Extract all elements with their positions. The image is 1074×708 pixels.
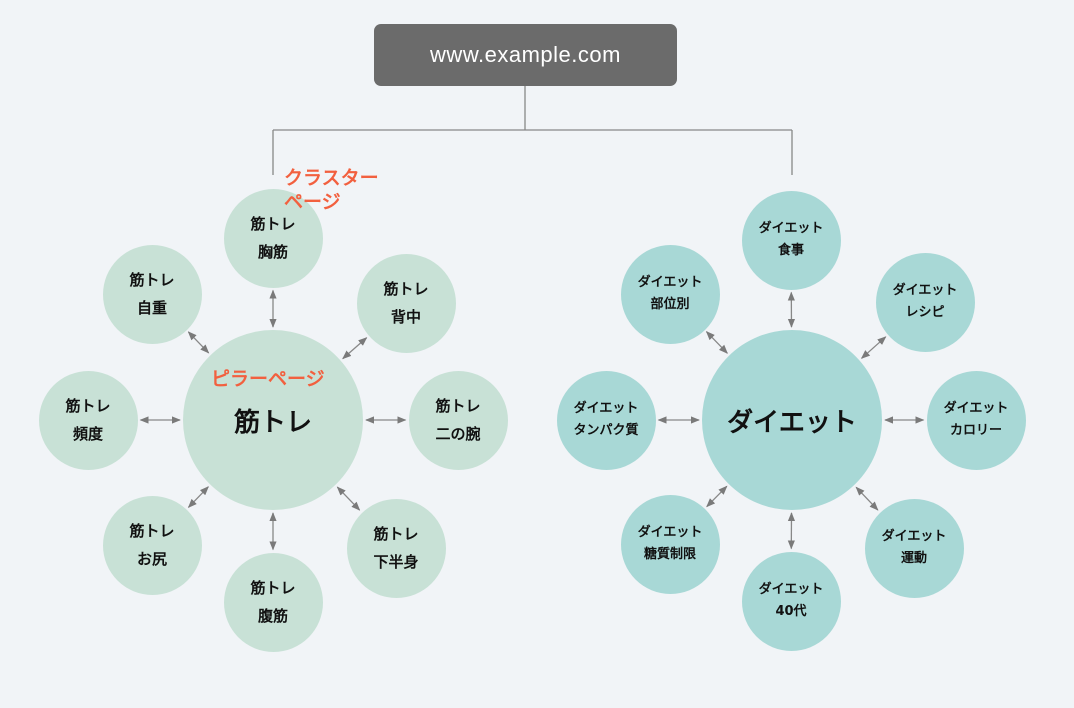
cluster-node-label: 背中 <box>390 308 421 326</box>
root-domain-label: www.example.com <box>430 42 621 67</box>
cluster-node-label: 筋トレ <box>65 397 111 415</box>
cluster-node-label: ダイエット <box>892 283 958 298</box>
cluster-page-annotation: クラスター ページ <box>284 167 379 213</box>
cluster-node-label: 筋トレ <box>129 271 175 289</box>
cluster-node-label: ダイエット <box>573 401 639 416</box>
spoke-arrows <box>139 289 925 551</box>
spoke-arrow <box>187 331 210 354</box>
cluster-node-label: 運動 <box>900 551 927 566</box>
cluster-node-label: レシピ <box>905 305 945 320</box>
cluster-node-label: ダイエット <box>758 582 824 597</box>
cluster-node-label: 筋トレ <box>383 280 429 298</box>
cluster-node-label: 筋トレ <box>373 525 419 543</box>
cluster-node: ダイエット 40代 <box>741 551 841 651</box>
cluster-node: ダイエットタンパク質 <box>556 370 656 470</box>
cluster-node-label: ダイエット <box>881 529 947 544</box>
spoke-arrow <box>706 485 728 508</box>
cluster-node: 筋トレ胸筋 <box>223 188 323 288</box>
cluster-node: ダイエットレシピ <box>875 252 975 352</box>
cluster-node-label: 糖質制限 <box>643 547 696 562</box>
cluster-node-label: 胸筋 <box>257 243 288 261</box>
cluster-node-label: ダイエット <box>637 275 703 290</box>
cluster-node-label: 筋トレ <box>250 215 296 233</box>
cluster-node-label: 頻度 <box>72 425 103 443</box>
spoke-arrow <box>342 337 368 360</box>
cluster-node-label: 自重 <box>136 299 167 317</box>
cluster-node: 筋トレ背中 <box>356 253 456 353</box>
root-domain-box: www.example.com <box>374 24 677 86</box>
cluster-node-label: お尻 <box>136 550 167 568</box>
tree-connector <box>272 86 793 175</box>
cluster-node: ダイエットカロリー <box>926 370 1026 470</box>
cluster-node-label: 下半身 <box>373 553 419 571</box>
spoke-arrow <box>860 336 887 359</box>
cluster-node: 筋トレ腹筋 <box>223 552 323 652</box>
pillar-node: ダイエット <box>702 330 882 510</box>
spoke-arrow <box>336 486 361 511</box>
cluster-node-label: タンパク質 <box>573 423 639 438</box>
cluster-node-label: 二の腕 <box>435 425 481 443</box>
cluster-node-label: 腹筋 <box>257 607 288 625</box>
spoke-arrow <box>187 486 209 508</box>
cluster-node: ダイエット部位別 <box>620 244 720 344</box>
pillar-node: 筋トレ <box>183 330 363 510</box>
cluster-node-label: 部位別 <box>650 297 690 312</box>
cluster-node-label: カロリー <box>949 423 1002 438</box>
pillar-page-annotation: ピラーページ <box>211 368 325 390</box>
pillar-node-label: 筋トレ <box>233 407 312 438</box>
cluster-node: ダイエット食事 <box>741 190 841 290</box>
cluster-node: 筋トレ下半身 <box>346 498 446 598</box>
cluster-node: ダイエット糖質制限 <box>620 494 720 594</box>
cluster-node-label: ダイエット <box>637 525 703 540</box>
cluster-node: 筋トレ頻度 <box>38 370 138 470</box>
cluster-node-label: 筋トレ <box>250 579 296 597</box>
cluster-node-label: 40代 <box>775 604 807 619</box>
cluster-node-label: 食事 <box>777 243 804 258</box>
cluster-node: 筋トレ二の腕 <box>408 370 508 470</box>
cluster-node-label: 筋トレ <box>129 522 175 540</box>
cluster-node: ダイエット運動 <box>864 498 964 598</box>
spoke-arrow <box>705 331 728 354</box>
cluster-node: 筋トレお尻 <box>102 495 202 595</box>
cluster-node: 筋トレ自重 <box>102 244 202 344</box>
cluster-node-label: ダイエット <box>943 401 1009 416</box>
pillar-node-label: ダイエット <box>727 407 857 438</box>
cluster-node-label: ダイエット <box>758 221 824 236</box>
cluster-node-label: 筋トレ <box>435 397 481 415</box>
spoke-arrow <box>855 486 879 511</box>
